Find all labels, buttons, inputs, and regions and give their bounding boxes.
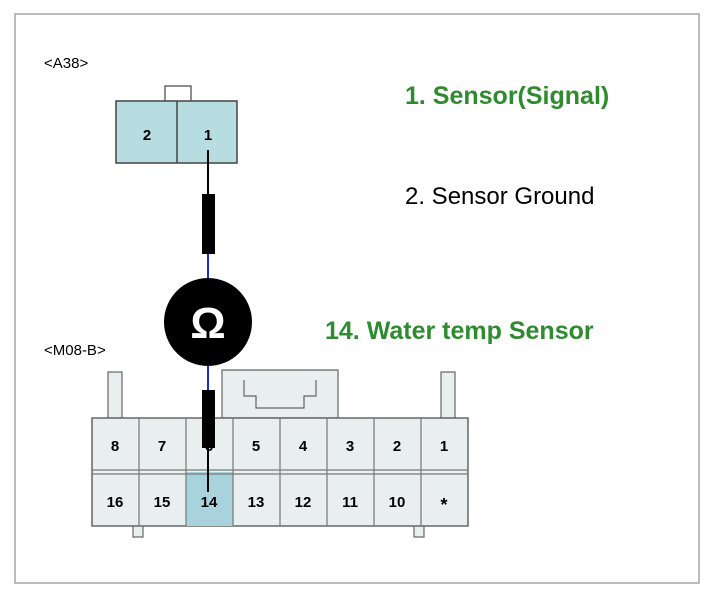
pin-m08b-star: * [440,495,447,515]
connector-post-right [440,371,456,419]
legend-sensor-ground: 2. Sensor Ground [405,183,594,210]
connector-lock-notch [243,380,317,409]
pin-a38-1: 1 [204,127,212,144]
pin-m08b-11: 11 [342,494,358,511]
connector-top-label: <A38> [44,55,88,72]
connector-post-left [107,371,123,419]
pin-a38-2: 2 [143,127,151,144]
legend-water-temp-sensor: 14. Water temp Sensor [325,317,594,345]
pin-m08b-4: 4 [299,438,308,455]
ohmmeter: Ω [164,278,252,366]
ohmmeter-body [164,278,252,366]
probe-tip-bottom [202,390,215,448]
pin-m08b-2: 2 [393,438,401,455]
pin-m08b-14: 14 [201,494,218,511]
pin-m08b-10: 10 [389,494,406,511]
pin-m08b-3: 3 [346,438,354,455]
connector-tab-left [132,524,144,538]
probe-tip-top [202,194,215,254]
probe-bottom [202,390,215,492]
pin-m08b-16: 16 [107,494,124,511]
pin-m08b-1: 1 [440,438,448,455]
pin-cell-highlight [186,472,233,526]
pin-m08b-8: 8 [111,438,119,455]
connector-tab-right [413,524,425,538]
pin-m08b-15: 15 [154,494,171,511]
connector-bottom-label: <M08-B> [44,342,106,359]
pin-m08b-7: 7 [158,438,166,455]
legend-sensor-signal: 1. Sensor(Signal) [405,82,609,110]
connector-latch [164,85,192,103]
connector-lock-housing [221,369,339,419]
pin-m08b-13: 13 [248,494,265,511]
pin-m08b-5: 5 [252,438,260,455]
connector-a38: 2 1 [115,85,238,164]
probe-wire-top [202,150,215,285]
pin-m08b-12: 12 [295,494,312,511]
connector-m08b: 8 7 6 5 4 3 2 1 16 15 14 13 12 11 10 * [91,369,469,538]
ohm-icon: Ω [190,299,225,348]
